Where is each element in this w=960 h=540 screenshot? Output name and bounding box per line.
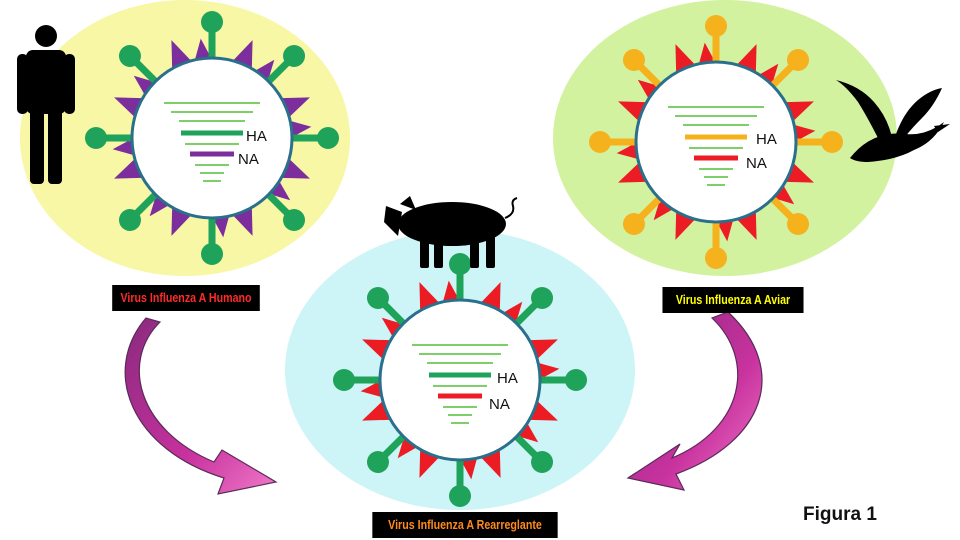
reassortant-virus-particle — [333, 253, 587, 507]
ha-spike-knob — [622, 213, 645, 236]
virus-membrane — [130, 56, 294, 220]
ha-spike-knob — [589, 131, 611, 153]
ha-spike-knob — [333, 369, 355, 391]
na-spike — [149, 195, 169, 217]
na-spike — [717, 220, 733, 242]
na-spike — [794, 125, 816, 141]
virus-membrane — [378, 298, 542, 462]
na-spike — [699, 42, 715, 64]
na-spike — [517, 423, 539, 443]
na-spike — [112, 139, 134, 155]
na-spike — [653, 199, 673, 221]
na-gene-label-avian: NA — [746, 155, 767, 172]
na-spike — [616, 143, 638, 159]
na-spike — [397, 437, 417, 459]
human-virus-label: Virus Influenza A Humano — [112, 285, 260, 311]
arrow-human-to-reassortant — [124, 317, 278, 495]
ha-spike-knob — [85, 127, 107, 149]
ha-spike-knob — [317, 127, 339, 149]
na-spike — [538, 363, 560, 379]
ha-spike-knob — [531, 451, 554, 474]
na-gene-label-reassortant: NA — [489, 396, 510, 413]
ha-spike-knob — [201, 243, 223, 265]
virus-membrane — [634, 60, 798, 224]
human-icon — [17, 25, 75, 184]
pig-icon — [384, 196, 518, 268]
avian-virus-label: Virus Influenza A Aviar — [662, 287, 804, 313]
na-spike — [360, 381, 382, 397]
arrow-avian-to-reassortant — [626, 311, 763, 491]
ha-spike-knob — [366, 286, 389, 309]
ha-spike-knob — [118, 209, 141, 232]
ha-spike-knob — [787, 213, 810, 236]
na-spike — [637, 79, 659, 99]
ha-spike-knob — [366, 451, 389, 474]
na-spike — [213, 216, 229, 238]
ha-spike-knob — [283, 209, 306, 232]
ha-gene-label-human: HA — [246, 128, 267, 145]
na-spike — [269, 181, 291, 201]
ha-spike-knob — [449, 253, 471, 275]
na-spike — [195, 38, 211, 60]
ha-spike-knob — [449, 485, 471, 507]
na-spike — [443, 280, 459, 302]
ha-spike-knob — [565, 369, 587, 391]
na-spike — [461, 458, 477, 480]
na-spike — [759, 63, 779, 85]
na-spike — [773, 185, 795, 205]
na-spike — [381, 317, 403, 337]
ha-spike-knob — [531, 286, 554, 309]
human-virus-particle — [85, 11, 339, 265]
ha-spike-knob — [622, 48, 645, 71]
na-spike — [290, 121, 312, 137]
ha-spike-knob — [787, 48, 810, 71]
figure-caption: Figura 1 — [803, 504, 877, 525]
ha-spike-knob — [118, 44, 141, 67]
avian-virus-particle — [589, 15, 843, 269]
ha-spike-knob — [201, 11, 223, 33]
bird-icon — [836, 80, 950, 162]
na-spike — [255, 59, 275, 81]
ha-gene-label-reassortant: HA — [497, 370, 518, 387]
ha-spike-knob — [821, 131, 843, 153]
na-gene-label-human: NA — [238, 151, 259, 168]
na-spike — [133, 75, 155, 95]
ha-spike-knob — [705, 15, 727, 37]
ha-gene-label-avian: HA — [756, 131, 777, 148]
na-spike — [503, 301, 523, 323]
ha-spike-knob — [283, 44, 306, 67]
reassortant-virus-label: Virus Influenza A Rearreglante — [372, 512, 558, 538]
ha-spike-knob — [705, 247, 727, 269]
